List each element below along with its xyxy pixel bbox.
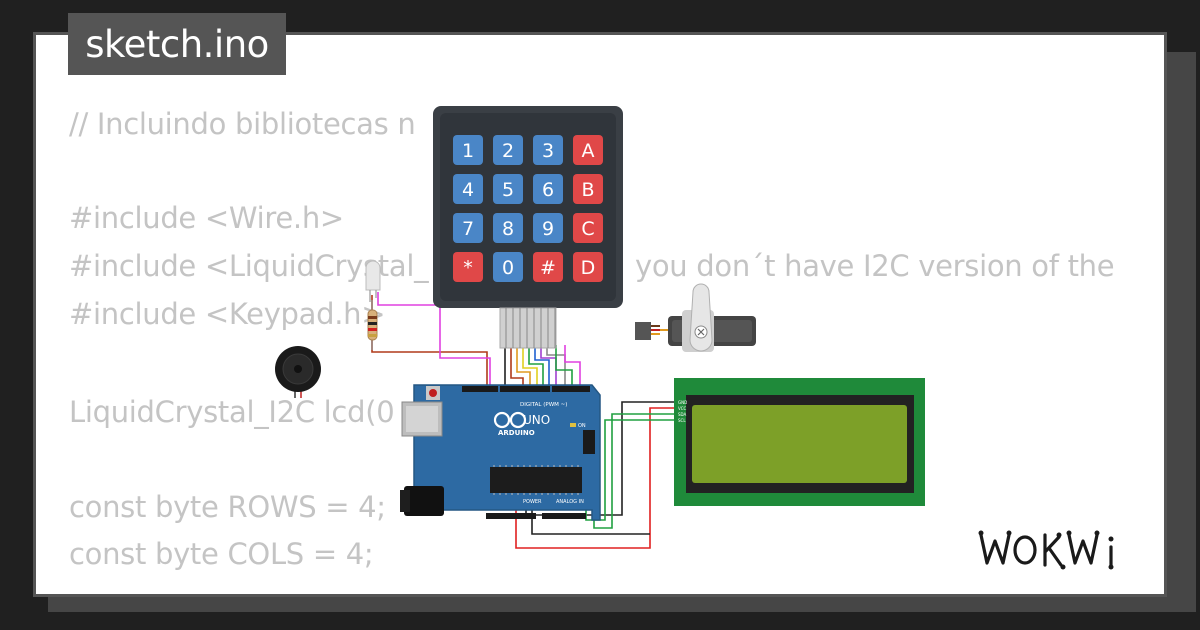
digital-label: DIGITAL (PWM ~)	[520, 402, 567, 408]
keypad-key-3[interactable]: 3	[533, 135, 563, 165]
keypad-key-1[interactable]: 1	[453, 135, 483, 165]
keypad-key-9[interactable]: 9	[533, 213, 563, 243]
keypad-key-star[interactable]: *	[453, 252, 483, 282]
power-label: POWER	[523, 499, 542, 505]
lcd-pin-label: GND	[678, 400, 687, 405]
keypad-key-6[interactable]: 6	[533, 174, 563, 204]
svg-text:#: #	[540, 257, 556, 279]
keypad-key-4[interactable]: 4	[453, 174, 483, 204]
code-line: const byte COLS = 4;	[69, 537, 374, 571]
code-line: LiquidCrystal_I2C lcd(0	[69, 395, 395, 429]
svg-text:6: 6	[542, 179, 554, 201]
resistor[interactable]	[367, 300, 378, 350]
svg-text:D: D	[581, 257, 596, 279]
lcd-pin-label: SCL	[678, 418, 686, 423]
arduino-brand: ARDUINO	[498, 429, 535, 437]
svg-text:4: 4	[462, 179, 474, 201]
arduino-uno[interactable]: UNO ARDUINO DIGITAL (PWM ~) POWER ANALOG…	[400, 384, 601, 521]
code-line-fragment: you don´t have I2C version of the	[635, 249, 1115, 283]
svg-text:5: 5	[502, 179, 514, 201]
keypad-key-A[interactable]: A	[573, 135, 603, 165]
arduino-infinity-icon	[493, 411, 527, 429]
uno-label: UNO	[523, 413, 550, 427]
code-line: // Incluindo bibliotecas n	[69, 107, 416, 141]
svg-text:7: 7	[462, 218, 474, 240]
lcd-pin-label: VCC	[678, 406, 687, 411]
chip-pins	[493, 465, 579, 495]
svg-text:C: C	[581, 218, 594, 240]
lcd-pin-label: SDA	[678, 412, 687, 417]
svg-text:2: 2	[502, 140, 514, 162]
code-line: #include <LiquidCrystal_	[69, 249, 429, 283]
led[interactable]	[365, 260, 381, 302]
keypad-ribbon	[505, 308, 556, 348]
keypad-key-D[interactable]: D	[573, 252, 603, 282]
svg-text:3: 3	[542, 140, 554, 162]
code-line: #include <Keypad.h>	[69, 297, 386, 331]
code-line: const byte ROWS = 4;	[69, 490, 386, 524]
svg-text:1: 1	[462, 140, 474, 162]
keypad-key-C[interactable]: C	[573, 213, 603, 243]
keypad-key-8[interactable]: 8	[493, 213, 523, 243]
analog-label: ANALOG IN	[556, 499, 584, 505]
keypad-key-hash[interactable]: #	[533, 252, 563, 282]
sketch-title-badge: sketch.ino	[68, 13, 286, 75]
svg-text:B: B	[581, 179, 594, 201]
code-line: #include <Wire.h>	[69, 201, 344, 235]
svg-text:8: 8	[502, 218, 514, 240]
svg-text:A: A	[582, 140, 595, 162]
keypad-key-7[interactable]: 7	[453, 213, 483, 243]
servo[interactable]	[635, 283, 756, 352]
keypad-key-2[interactable]: 2	[493, 135, 523, 165]
wokwi-logo	[978, 530, 1114, 570]
keypad-key-B[interactable]: B	[573, 174, 603, 204]
on-label: ON	[578, 423, 586, 429]
keypad-key-0[interactable]: 0	[493, 252, 523, 282]
keypad[interactable]: 1 2 3 A 4 5 6 B 7 8 9 C * 0 # D	[433, 106, 623, 349]
svg-text:*: *	[463, 257, 473, 279]
svg-text:0: 0	[502, 257, 514, 279]
buzzer[interactable]	[275, 346, 321, 398]
svg-text:9: 9	[542, 218, 554, 240]
keypad-key-5[interactable]: 5	[493, 174, 523, 204]
